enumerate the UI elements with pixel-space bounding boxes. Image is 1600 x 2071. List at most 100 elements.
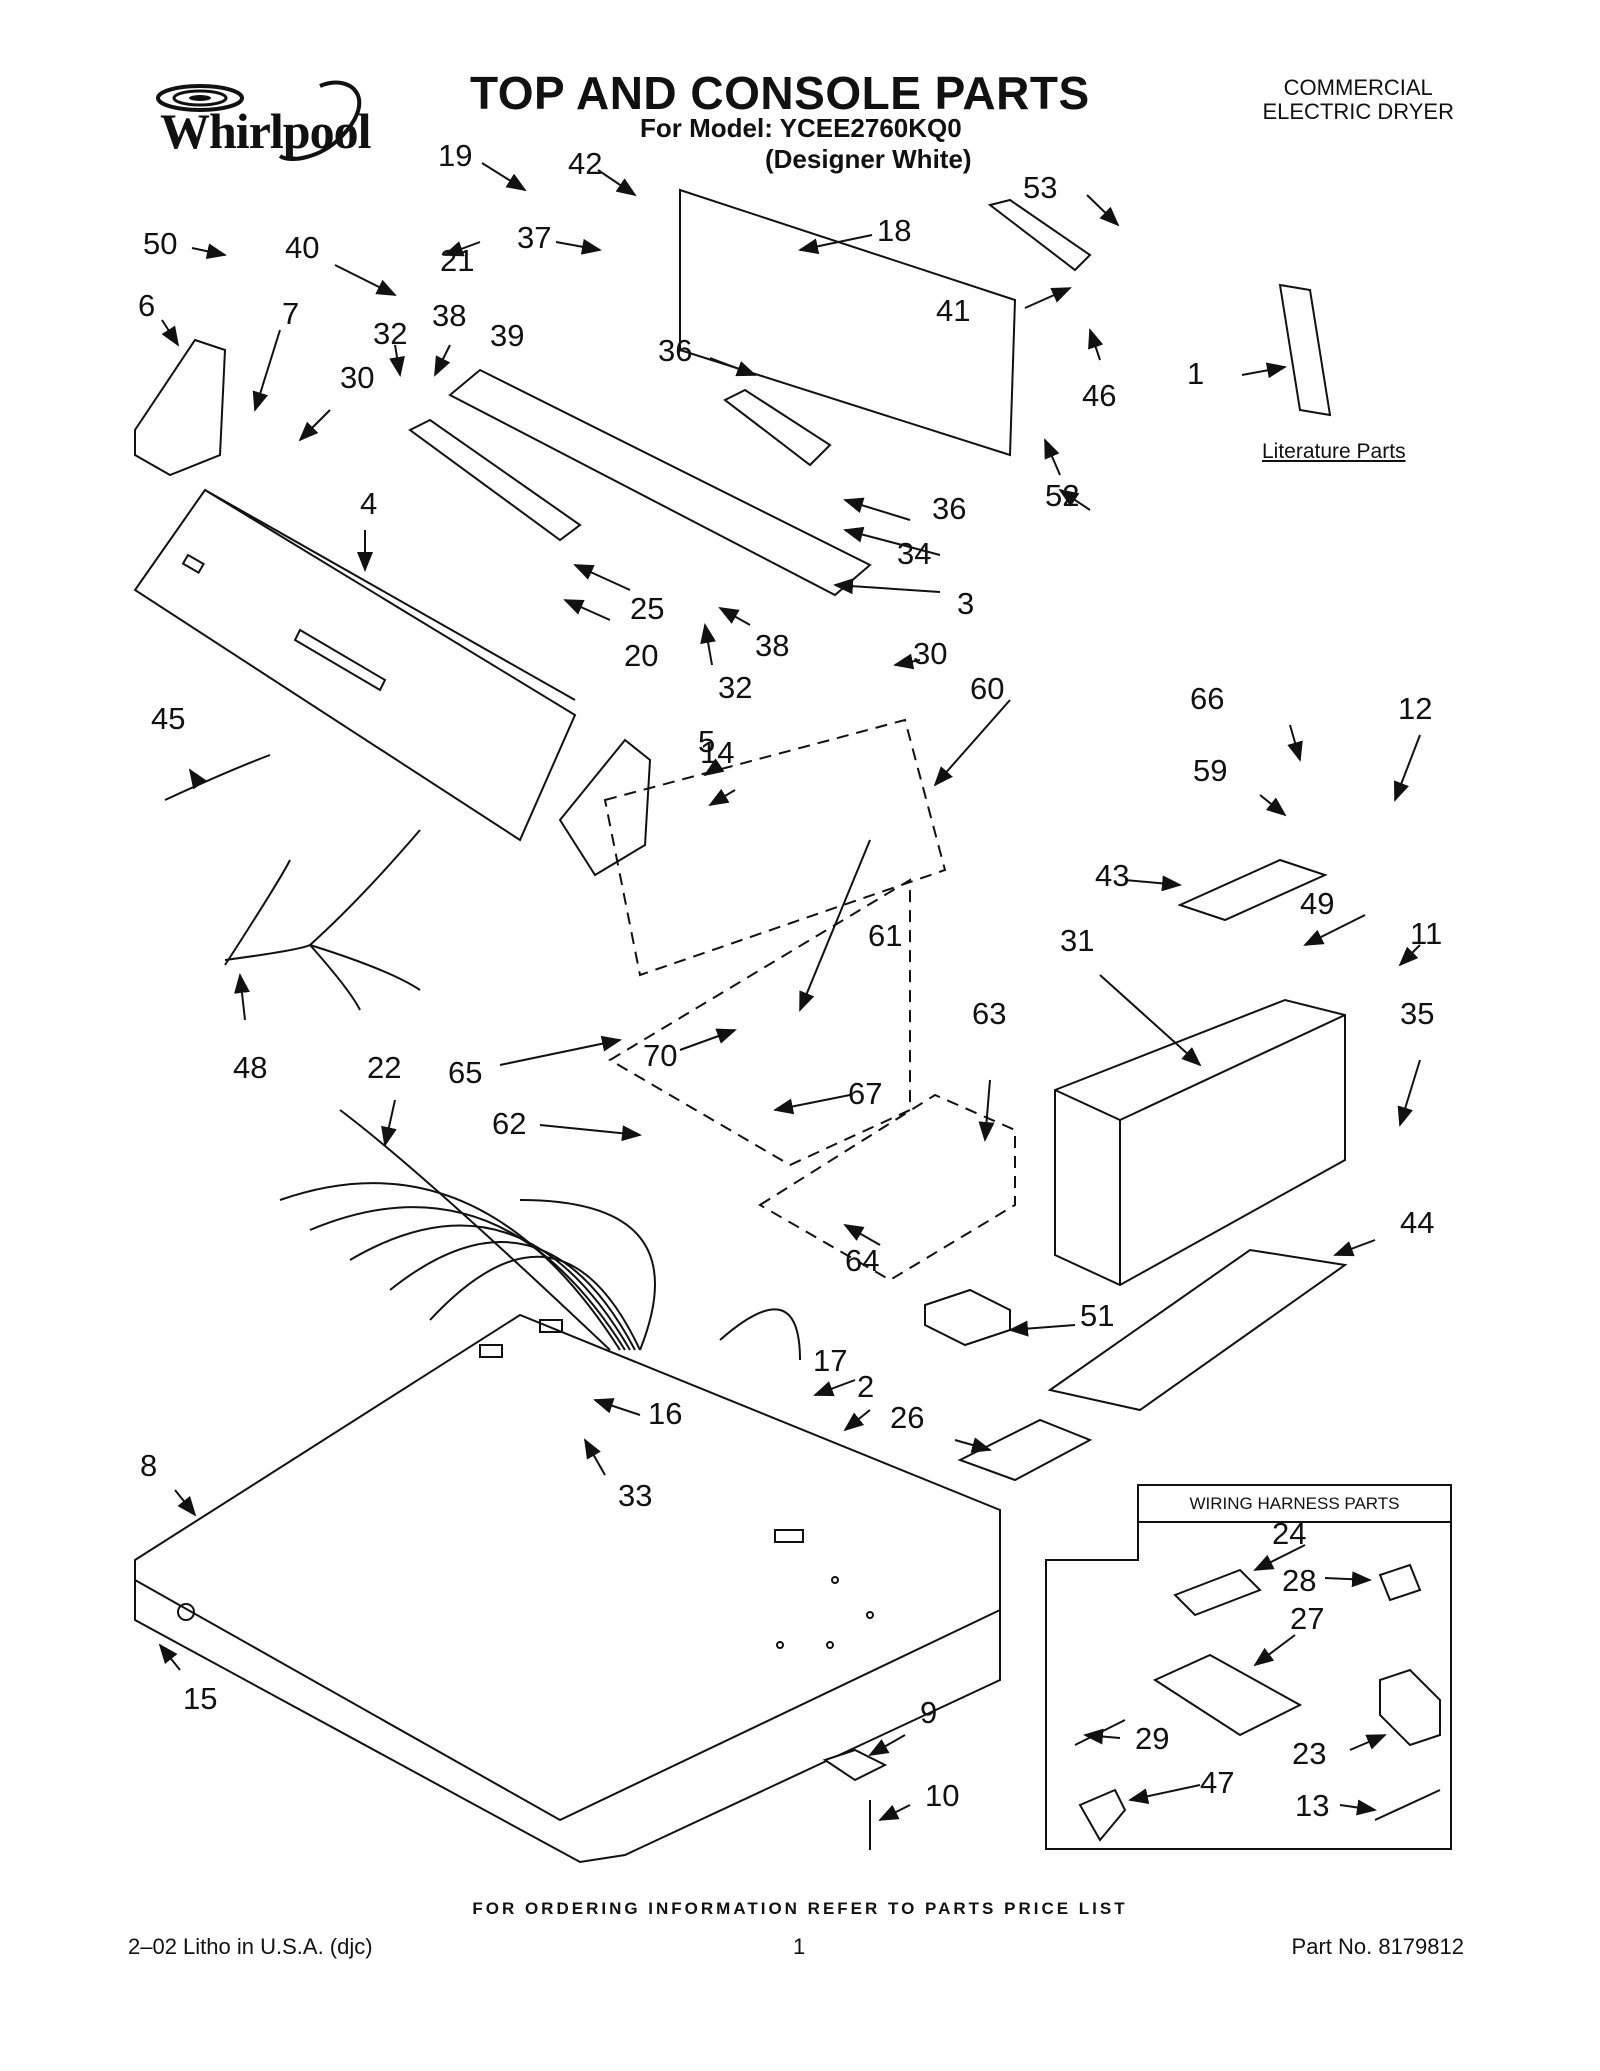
cabinet-housing-drawing xyxy=(1054,998,1346,1287)
callout-52: 52 xyxy=(1045,478,1080,513)
callout-19: 19 xyxy=(438,138,473,173)
litho-info: 2–02 Litho in U.S.A. (djc) xyxy=(128,1934,373,1959)
callout-23: 23 xyxy=(1292,1736,1327,1771)
callout-39: 39 xyxy=(490,318,525,353)
clip-47-drawing xyxy=(1078,1788,1127,1842)
callout-64: 64 xyxy=(845,1243,880,1278)
callout-29: 29 xyxy=(1135,1721,1170,1756)
callout-34: 34 xyxy=(897,536,932,571)
callout-63: 63 xyxy=(972,996,1007,1031)
callout-16: 16 xyxy=(648,1396,683,1431)
callout-5: 5 xyxy=(698,724,716,759)
callout-17: 17 xyxy=(813,1343,848,1378)
switch-assembly-drawing xyxy=(608,878,911,1167)
bracket-9-drawing xyxy=(822,1748,888,1782)
callout-38a: 38 xyxy=(432,298,467,333)
connector-28-drawing xyxy=(1378,1563,1422,1602)
callout-4: 4 xyxy=(360,486,378,521)
callout-30b: 30 xyxy=(913,636,948,671)
ordering-note: FOR ORDERING INFORMATION REFER TO PARTS … xyxy=(472,1899,1128,1918)
product-type: COMMERCIAL ELECTRIC DRYER xyxy=(1262,76,1454,124)
callout-24: 24 xyxy=(1272,1516,1307,1551)
cup-51-drawing xyxy=(924,1288,1011,1347)
callout-42: 42 xyxy=(568,146,603,181)
callout-49: 49 xyxy=(1300,886,1335,921)
page-title: TOP AND CONSOLE PARTS xyxy=(470,67,1090,119)
callout-25: 25 xyxy=(630,591,665,626)
control-board-drawing xyxy=(723,388,832,467)
connector-27-drawing xyxy=(1152,1653,1303,1737)
callout-26: 26 xyxy=(890,1400,925,1435)
part-number: Part No. 8179812 xyxy=(1291,1934,1464,1959)
callout-21: 21 xyxy=(440,243,475,278)
callout-65: 65 xyxy=(448,1055,483,1090)
color-line: (Designer White) xyxy=(765,144,972,174)
callout-15: 15 xyxy=(183,1681,218,1716)
callout-67: 67 xyxy=(848,1076,883,1111)
callout-31: 31 xyxy=(1060,923,1095,958)
right-endcap-drawing xyxy=(558,738,652,877)
left-endcap-drawing xyxy=(134,338,227,477)
callout-11: 11 xyxy=(1410,916,1443,951)
literature-booklet-drawing xyxy=(1278,283,1332,417)
callout-28: 28 xyxy=(1282,1563,1317,1598)
callout-22: 22 xyxy=(367,1050,402,1085)
callout-43: 43 xyxy=(1095,858,1130,893)
product-type-line1: COMMERCIAL xyxy=(1283,75,1433,100)
callout-51: 51 xyxy=(1080,1298,1115,1333)
callout-9: 9 xyxy=(920,1695,938,1730)
callout-61: 61 xyxy=(868,918,903,953)
page-number: 1 xyxy=(793,1934,806,1959)
callout-8: 8 xyxy=(140,1448,158,1483)
callout-13: 13 xyxy=(1295,1788,1330,1823)
connector-23-drawing xyxy=(1379,1668,1441,1747)
rear-panel-drawing xyxy=(679,188,1017,457)
callout-36a: 36 xyxy=(658,333,693,368)
callout-40: 40 xyxy=(285,230,320,265)
callout-30a: 30 xyxy=(340,360,375,395)
keypad-board-drawing xyxy=(408,418,582,542)
callout-46: 46 xyxy=(1082,378,1117,413)
timer-assembly-drawing xyxy=(603,718,947,977)
callout-10: 10 xyxy=(925,1778,960,1813)
model-line: For Model: YCEE2760KQ0 xyxy=(640,113,962,143)
callout-66: 66 xyxy=(1190,681,1225,716)
brand-logo-text: Whirlpool xyxy=(160,103,371,159)
lid-43-drawing xyxy=(1177,858,1328,922)
callout-3: 3 xyxy=(957,586,975,621)
wire-harness-48-drawing xyxy=(224,829,421,1011)
callout-2: 2 xyxy=(857,1369,875,1404)
board-41-drawing xyxy=(987,198,1092,272)
tie-29-drawing xyxy=(1074,1719,1126,1746)
callout-59: 59 xyxy=(1193,753,1228,788)
brand-logo-swirl xyxy=(156,80,362,161)
callout-12: 12 xyxy=(1398,691,1433,726)
callout-60: 60 xyxy=(970,671,1005,706)
literature-parts-label: Literature Parts xyxy=(1262,440,1406,463)
inset-title: WIRING HARNESS PARTS xyxy=(1189,1494,1400,1513)
callout-41: 41 xyxy=(936,293,971,328)
top-panel-drawing xyxy=(134,1313,1001,1864)
terminal-13-drawing xyxy=(1374,1789,1441,1821)
gasket-44-drawing xyxy=(1047,1248,1348,1412)
door-switch-drawing xyxy=(758,1093,1016,1282)
callout-50: 50 xyxy=(143,226,178,261)
callout-47: 47 xyxy=(1200,1765,1235,1800)
connector-24-drawing xyxy=(1173,1568,1262,1617)
product-type-line2: ELECTRIC DRYER xyxy=(1262,99,1454,124)
callout-6: 6 xyxy=(138,288,156,323)
callout-33: 33 xyxy=(618,1478,653,1513)
callout-53: 53 xyxy=(1023,170,1058,205)
callout-32b: 32 xyxy=(718,670,753,705)
callout-20: 20 xyxy=(624,638,659,673)
callout-7: 7 xyxy=(282,296,300,331)
callout-27: 27 xyxy=(1290,1601,1325,1636)
callout-35: 35 xyxy=(1400,996,1435,1031)
callout-32a: 32 xyxy=(373,316,408,351)
callout-45: 45 xyxy=(151,701,186,736)
callout-36b: 36 xyxy=(932,491,967,526)
callout-38b: 38 xyxy=(755,628,790,663)
console-panel-drawing xyxy=(133,488,577,842)
harness-45-drawing xyxy=(164,754,271,801)
